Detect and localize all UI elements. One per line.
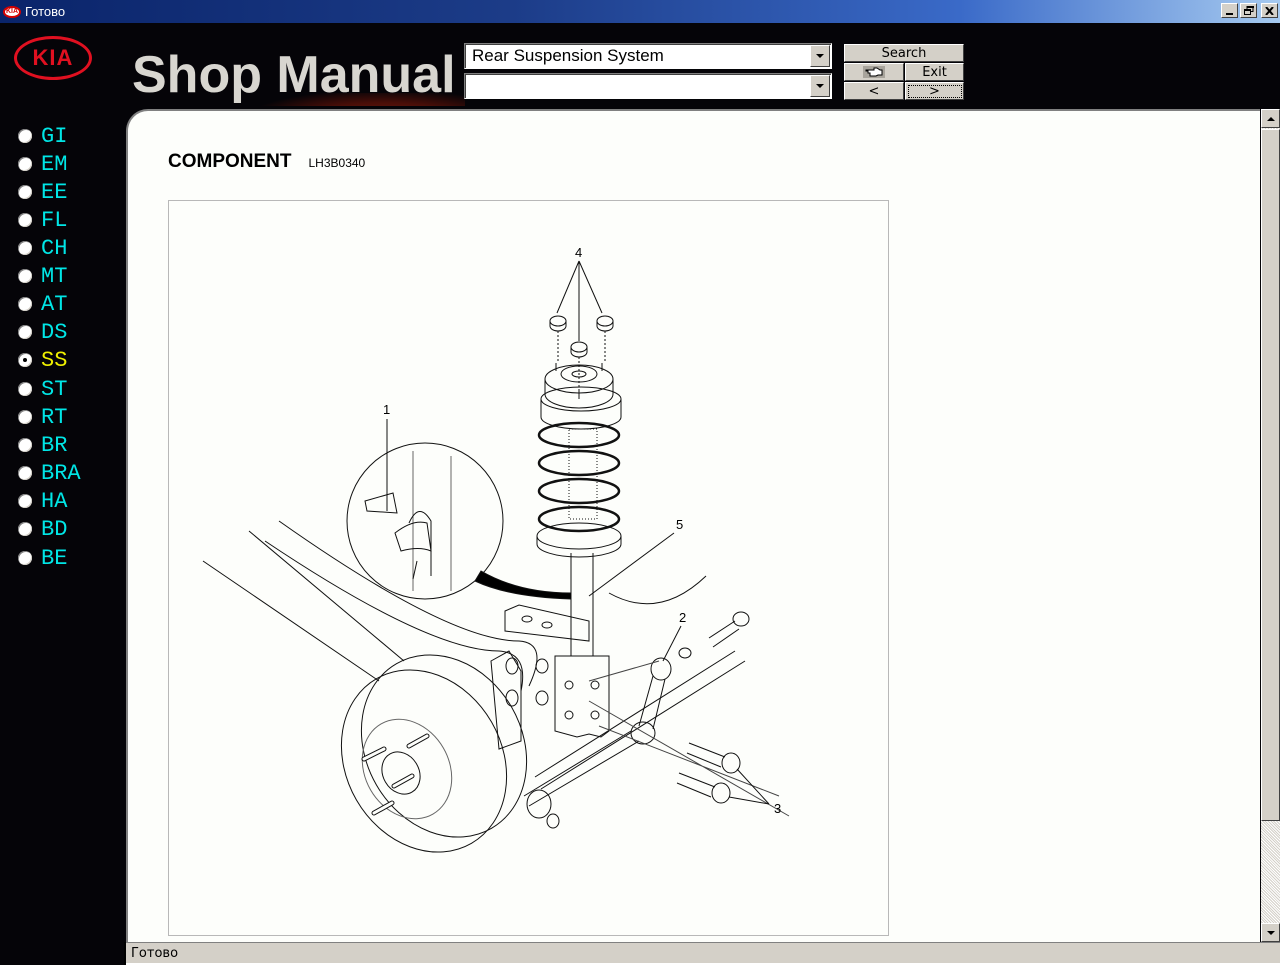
chevron-down-icon: [816, 84, 824, 88]
scrollbar-thumb[interactable]: [1261, 129, 1280, 821]
callout-2: 2: [679, 610, 686, 625]
arrow-up-icon: [1266, 116, 1275, 121]
bottom-border: [126, 963, 1280, 965]
next-button[interactable]: >: [905, 82, 964, 100]
subsection-select-dropdown-button[interactable]: [810, 75, 830, 97]
sidebar-item-label: EE: [41, 179, 68, 205]
section-select-value: Rear Suspension System: [472, 46, 664, 65]
restore-icon: [1243, 6, 1254, 15]
radio-button-selected[interactable]: [18, 353, 32, 367]
window-controls: [1221, 3, 1278, 18]
restore-button[interactable]: [1240, 3, 1257, 18]
app-title-text: Shop Manual: [132, 46, 456, 104]
section-heading: COMPONENT LH3B0340: [168, 151, 365, 173]
sidebar-item-mt[interactable]: MT: [18, 263, 68, 289]
sidebar-item-be[interactable]: BE: [18, 545, 68, 571]
radio-button[interactable]: [18, 241, 32, 255]
minimize-button[interactable]: [1221, 3, 1238, 18]
arrow-down-icon: [1266, 930, 1275, 935]
sidebar-item-fl[interactable]: FL: [18, 207, 68, 233]
subsection-select[interactable]: [464, 73, 832, 99]
app-title: Shop Manual: [132, 23, 467, 101]
chapter-sidebar: GI EM EE FL CH MT AT DS SS ST RT BR BRA …: [0, 106, 124, 965]
document-view: COMPONENT LH3B0340 4: [126, 109, 1260, 942]
window-title: Готово: [25, 4, 66, 19]
status-text: Готово: [131, 946, 179, 961]
sidebar-item-label: BRA: [41, 460, 81, 486]
component-diagram: 4: [168, 200, 889, 936]
sidebar-item-st[interactable]: ST: [18, 376, 68, 402]
next-button-label: >: [907, 84, 962, 99]
window-titlebar: KIA Готово: [0, 0, 1280, 23]
radio-button[interactable]: [18, 129, 32, 143]
sidebar-item-rt[interactable]: RT: [18, 404, 68, 430]
sidebar-item-gi[interactable]: GI: [18, 123, 68, 149]
radio-button[interactable]: [18, 382, 32, 396]
vertical-scrollbar[interactable]: [1261, 109, 1280, 942]
callout-4: 4: [575, 245, 582, 260]
scroll-up-button[interactable]: [1261, 109, 1280, 128]
kia-logo: KIA: [14, 36, 92, 80]
radio-button[interactable]: [18, 438, 32, 452]
kia-app-icon: KIA: [3, 5, 21, 18]
radio-button[interactable]: [18, 494, 32, 508]
sidebar-item-bra[interactable]: BRA: [18, 460, 81, 486]
sidebar-item-ha[interactable]: HA: [18, 488, 68, 514]
radio-button[interactable]: [18, 466, 32, 480]
suspension-illustration: 4: [202, 245, 790, 853]
sidebar-item-em[interactable]: EM: [18, 151, 68, 177]
radio-button[interactable]: [18, 522, 32, 536]
sidebar-item-label: GI: [41, 123, 68, 149]
sidebar-item-label: CH: [41, 235, 68, 261]
sidebar-item-label: EM: [41, 151, 68, 177]
chevron-down-icon: [816, 54, 824, 58]
previous-button[interactable]: <: [844, 82, 904, 100]
section-select-dropdown-button[interactable]: [810, 45, 830, 67]
radio-button[interactable]: [18, 297, 32, 311]
radio-button[interactable]: [18, 269, 32, 283]
radio-button[interactable]: [18, 185, 32, 199]
sidebar-item-bd[interactable]: BD: [18, 516, 68, 542]
minimize-icon: [1226, 12, 1233, 15]
sidebar-item-label: RT: [41, 404, 68, 430]
radio-button[interactable]: [18, 213, 32, 227]
document-code: LH3B0340: [308, 156, 366, 170]
sidebar-item-label: AT: [41, 291, 68, 317]
radio-button[interactable]: [18, 551, 32, 565]
callout-5: 5: [676, 517, 683, 532]
sidebar-item-label: MT: [41, 263, 68, 289]
search-button[interactable]: Search: [844, 44, 964, 62]
sidebar-item-ee[interactable]: EE: [18, 179, 68, 205]
section-select[interactable]: Rear Suspension System: [464, 43, 832, 69]
sidebar-item-ss[interactable]: SS: [18, 347, 68, 373]
sidebar-item-label: FL: [41, 207, 68, 233]
sidebar-item-label: DS: [41, 319, 68, 345]
sidebar-item-ch[interactable]: CH: [18, 235, 68, 261]
sidebar-item-at[interactable]: AT: [18, 291, 68, 317]
sidebar-item-label: SS: [41, 347, 68, 373]
radio-button[interactable]: [18, 157, 32, 171]
status-bar: Готово: [126, 942, 1280, 963]
radio-button[interactable]: [18, 410, 32, 424]
sidebar-item-label: BD: [41, 516, 68, 542]
callout-1: 1: [383, 402, 390, 417]
hand-pointer-icon: [863, 66, 885, 78]
scroll-down-button[interactable]: [1261, 923, 1280, 942]
pointer-button[interactable]: [844, 63, 904, 81]
sidebar-item-label: HA: [41, 488, 68, 514]
page-title: COMPONENT: [168, 151, 292, 172]
sidebar-item-label: ST: [41, 376, 68, 402]
callout-3: 3: [774, 801, 781, 816]
radio-button[interactable]: [18, 325, 32, 339]
sidebar-item-label: BE: [41, 545, 68, 571]
exit-button[interactable]: Exit: [905, 63, 964, 81]
sidebar-item-label: BR: [41, 432, 68, 458]
close-button[interactable]: [1261, 3, 1278, 18]
sidebar-item-ds[interactable]: DS: [18, 319, 68, 345]
close-icon: [1265, 6, 1274, 15]
sidebar-item-br[interactable]: BR: [18, 432, 68, 458]
